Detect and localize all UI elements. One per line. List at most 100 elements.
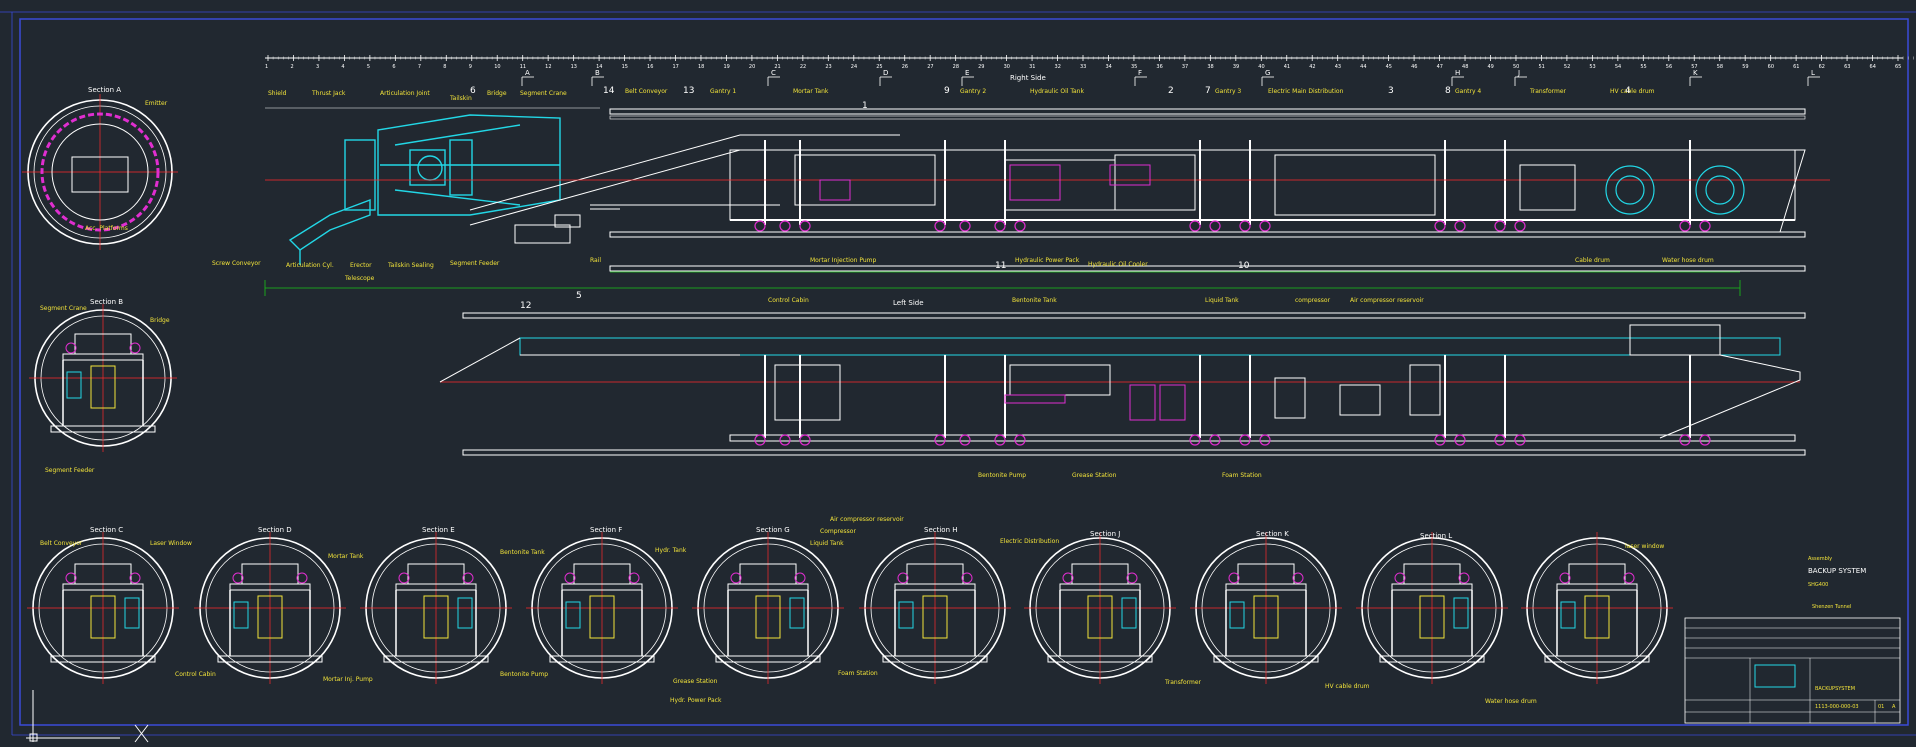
callout-5: 5 — [576, 291, 582, 301]
label-g-compressor: Compressor — [820, 528, 856, 535]
wheel — [959, 434, 971, 446]
label-mortar-tank: Mortar Tank — [793, 88, 829, 95]
ruler-tick-label: 5 — [367, 64, 370, 70]
wheel — [799, 220, 811, 232]
ruler-tick-label: 34 — [1105, 64, 1111, 70]
ruler-tick-label: 49 — [1488, 64, 1494, 70]
label-gantry-1: Gantry 1 — [710, 88, 736, 95]
ruler-tick-label: 47 — [1437, 64, 1443, 70]
wheel — [934, 220, 946, 232]
label-a-emitter: Emitter — [145, 100, 168, 107]
callout-numbers: 1 2 3 4 5 6 7 8 9 10 11 12 13 14 — [470, 86, 1631, 311]
section-title: Section A — [88, 86, 121, 94]
ruler-tick-label: 56 — [1666, 64, 1672, 70]
label-transformer: Transformer — [1529, 88, 1567, 95]
ruler-tick-label: 43 — [1335, 64, 1341, 70]
right-side-labels: Shield Thrust Jack Articulation Joint Ta… — [212, 88, 1714, 282]
ucs-axis-icon — [26, 690, 149, 743]
ruler-tick-label: 59 — [1742, 64, 1748, 70]
label-hydraulic-power-pack: Hydraulic Power Pack — [1015, 257, 1080, 264]
title-subtitle: SHG400 — [1808, 582, 1828, 588]
wheel — [754, 434, 766, 446]
wheel — [1014, 434, 1026, 446]
section-view — [1521, 532, 1673, 684]
ruler-tick-label: 22 — [800, 64, 806, 70]
ruler-tick-label: 11 — [520, 64, 526, 70]
ruler-tick-label: 60 — [1768, 64, 1774, 70]
label-rail: Rail — [590, 257, 601, 264]
ruler-tick-label: 40 — [1258, 64, 1264, 70]
section-labels: Emitter Acc. Platforms Segment Crane Bri… — [40, 100, 1664, 705]
section-marker-f: F — [1138, 69, 1142, 77]
label-electric-main-distribution: Electric Main Distribution — [1268, 88, 1344, 95]
label-b-segment-feeder: Segment Feeder — [45, 467, 95, 474]
drawing-border — [19, 18, 1909, 726]
callout-14: 14 — [603, 86, 615, 96]
label-f-hydr-power-pack: Hydr. Power Pack — [670, 697, 722, 704]
title-assembly-label: Assembly — [1808, 556, 1832, 562]
section-view: Section A — [22, 86, 178, 250]
ruler-tick-label: 41 — [1284, 64, 1290, 70]
ruler-tick-label: 27 — [927, 64, 933, 70]
label-k-hv-cable-drum: HV cable drum — [1325, 683, 1370, 690]
label-b-segment-crane: Segment Crane — [40, 305, 87, 312]
ruler-tick-label: 20 — [749, 64, 755, 70]
label-telescope: Telescope — [344, 275, 375, 282]
wheel — [1699, 434, 1711, 446]
label-water-hose-drum: Water hose drum — [1662, 257, 1714, 264]
ruler-tick-label: 35 — [1131, 64, 1137, 70]
section-title: Section F — [590, 526, 622, 534]
label-c-laser-window: Laser Window — [150, 540, 192, 547]
section-marker-g: G — [1265, 69, 1270, 77]
right-side-view-title: Right Side — [1010, 74, 1046, 82]
wheel — [779, 220, 791, 232]
left-side-view-title: Left Side — [893, 299, 924, 307]
ruler-tick-label: 38 — [1207, 64, 1213, 70]
wheel — [1454, 220, 1466, 232]
callout-9: 9 — [944, 86, 950, 96]
title-revision: A — [1892, 704, 1896, 710]
section-title: Section G — [756, 526, 790, 534]
wheel — [1514, 434, 1526, 446]
ruler-tick-label: 39 — [1233, 64, 1239, 70]
wheel — [994, 434, 1006, 446]
label-foam-station: Foam Station — [1222, 472, 1262, 479]
wheel — [754, 220, 766, 232]
ruler-tick-label: 62 — [1819, 64, 1825, 70]
ruler-tick-label: 1 — [265, 64, 268, 70]
ruler-tick-label: 8 — [443, 64, 446, 70]
label-tailskin-sealing: Tailskin Sealing — [387, 262, 434, 269]
section-title: Section K — [1256, 530, 1289, 538]
section-view: Section G — [692, 526, 844, 684]
label-gantry-4: Gantry 4 — [1455, 88, 1481, 95]
wheel — [1189, 434, 1201, 446]
label-e-bentonite-pump: Bentonite Pump — [500, 671, 548, 678]
section-view: Section K — [1190, 530, 1342, 684]
callout-3: 3 — [1388, 86, 1394, 96]
ruler-tick-label: 53 — [1589, 64, 1595, 70]
label-mortar-injection-pump: Mortar Injection Pump — [810, 257, 877, 264]
left-side-elevation — [439, 312, 1806, 456]
label-erector: Erector — [350, 262, 372, 269]
section-marker-j: J — [1517, 69, 1520, 77]
ruler-tick-label: 17 — [673, 64, 679, 70]
title-drawing-no: 1113-000-000-03 — [1815, 704, 1859, 710]
ruler-tick-label: 46 — [1411, 64, 1417, 70]
section-marker-e: E — [965, 69, 969, 77]
wheel — [994, 220, 1006, 232]
ruler-tick-label: 54 — [1615, 64, 1621, 70]
ruler-tick-label: 6 — [392, 64, 395, 70]
ruler-tick-label: 50 — [1513, 64, 1519, 70]
ruler-tick-label: 31 — [1029, 64, 1035, 70]
label-hv-cable-drum: HV cable drum — [1610, 88, 1655, 95]
ruler-tick-label: 36 — [1156, 64, 1162, 70]
ruler-tick-label: 30 — [1004, 64, 1010, 70]
label-articulation-cyl: Articulation Cyl. — [286, 262, 334, 269]
wheel — [1699, 220, 1711, 232]
wheel — [799, 434, 811, 446]
section-title: Section J — [1090, 530, 1120, 538]
label-articulation-joint: Articulation Joint — [380, 90, 430, 97]
ruler-tick-label: 21 — [774, 64, 780, 70]
label-thrust-jack: Thrust Jack — [311, 90, 346, 97]
title-project: Shenzen Tunnel — [1812, 604, 1851, 610]
